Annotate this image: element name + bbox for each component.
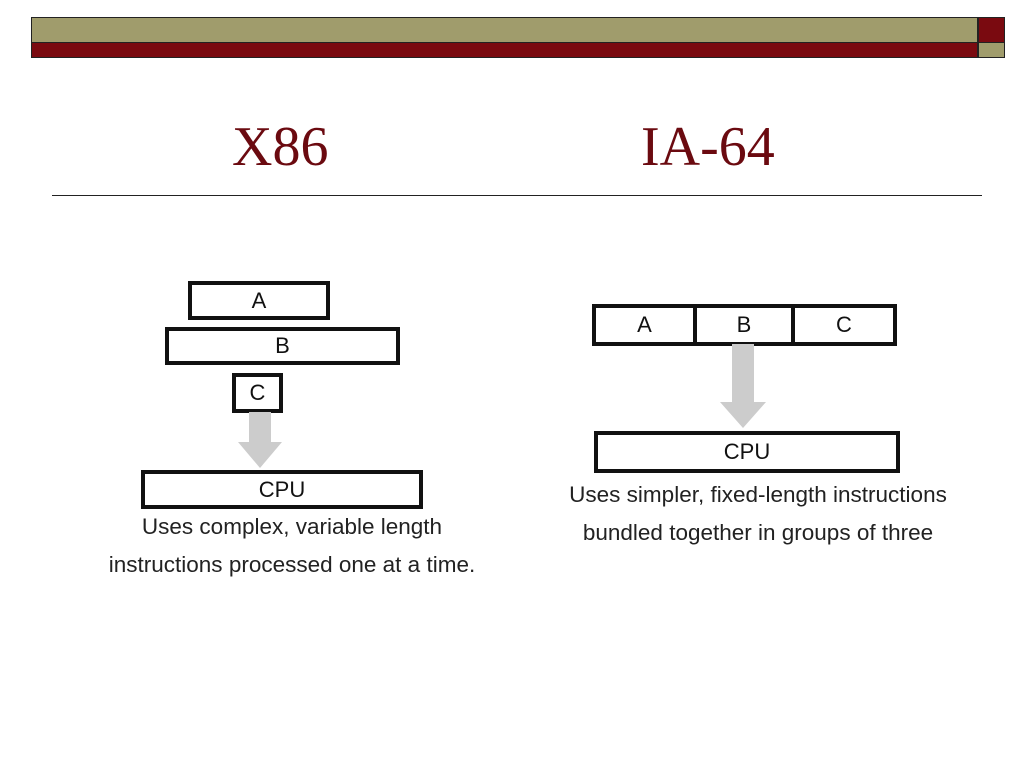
header-olive-bar [31,17,978,43]
x86-heading: X86 [232,116,329,178]
x86-instruction-c: C [232,373,283,413]
x86-instruction-b: B [165,327,400,365]
ia64-instruction-b: B [693,304,795,346]
x86-caption: Uses complex, variable length instructio… [108,514,476,577]
ia64-instruction-a: A [592,304,697,346]
ia64-cpu-box: CPU [594,431,900,473]
ia64-down-arrow-icon [720,344,766,428]
header-maroon-bar [31,42,978,58]
x86-down-arrow-icon [238,412,282,468]
x86-cpu-box: CPU [141,470,423,509]
header-maroon-square [978,17,1005,43]
heading-divider [52,195,982,196]
x86-instruction-a: A [188,281,330,320]
header-olive-square [978,42,1005,58]
ia64-caption: Uses simpler, fixed-length instructions … [569,482,947,545]
ia64-instruction-c: C [791,304,897,346]
ia64-heading: IA-64 [641,116,775,178]
